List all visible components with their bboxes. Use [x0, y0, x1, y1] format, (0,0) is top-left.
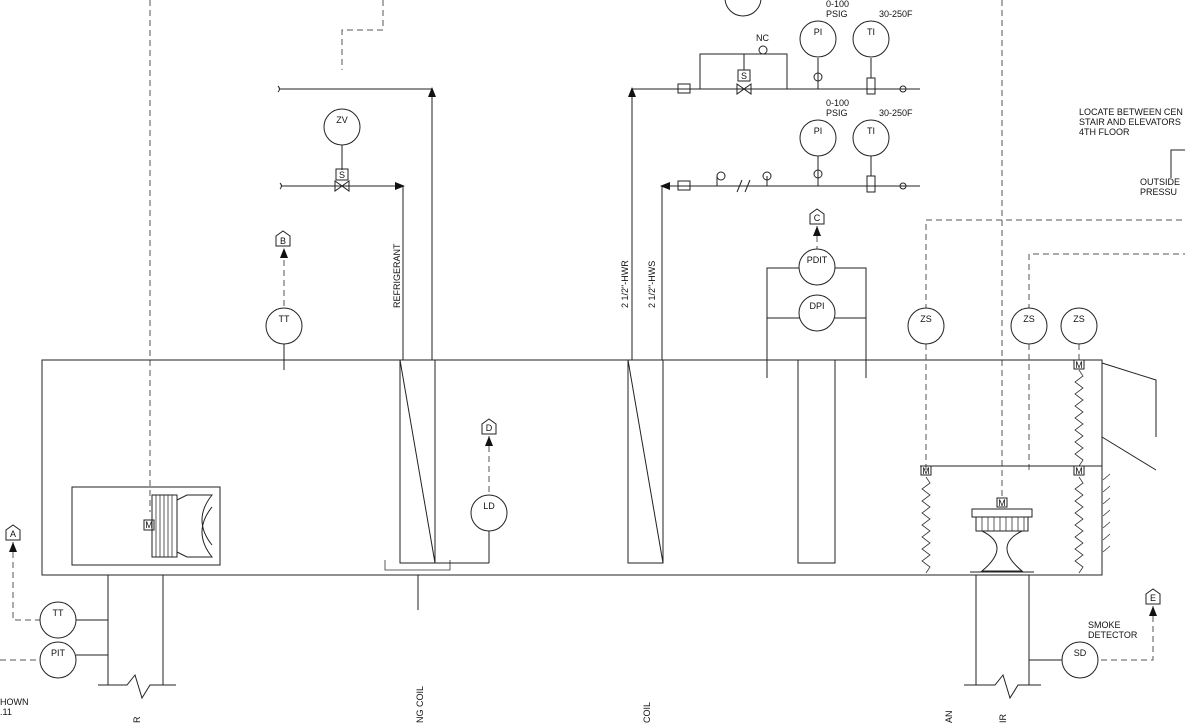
top-dashed-leaders: [149, 0, 1003, 512]
fan-left-motor-tag: M: [145, 520, 153, 530]
c-tag: C: [814, 213, 821, 223]
zv-tt-group: ZV B TT: [265, 108, 361, 370]
zs-bubble-right: ZS: [1073, 314, 1085, 324]
sd-bubble: SD: [1074, 648, 1087, 658]
d-tag: D: [486, 423, 493, 433]
ti-bubble-mid: TI: [867, 126, 875, 136]
a-tag: A: [10, 529, 16, 539]
ld-group: D LD: [470, 418, 508, 563]
refrigerant-piping: S: [277, 85, 436, 360]
bottom-label-coil-2: COIL: [642, 702, 652, 723]
pi-bubble-top: PI: [814, 27, 823, 37]
pi-bubble-mid: PI: [814, 126, 823, 136]
pit-bubble: PIT: [51, 648, 66, 658]
temp-label-top: 30-250F: [879, 9, 913, 19]
bottom-label-ir: IR: [998, 713, 1008, 723]
zs-bubble-mid: ZS: [1023, 314, 1035, 324]
refrigerant-label: REFRIGERANT: [392, 243, 402, 308]
ahu-casing: [41, 359, 1103, 610]
bottom-label-r: R: [132, 716, 142, 723]
hot-water-piping: S NC: [628, 0, 920, 360]
fan-right-motor-tag: M: [998, 498, 1006, 508]
hws-label: 2 1/2"-HWS: [647, 261, 657, 308]
zv-bubble: ZV: [336, 115, 348, 125]
dampers-group: ZS ZS ZS M M M: [907, 219, 1185, 574]
damper-top-motor-tag: M: [1075, 360, 1083, 370]
bottom-label-an: AN: [944, 710, 954, 723]
fan-left: M: [71, 486, 221, 566]
ld-bubble: LD: [483, 501, 495, 511]
dpi-bubble: DPI: [809, 301, 824, 311]
pdit-dpi-group: C PDIT DPI: [766, 208, 867, 378]
solenoid-tag-left: S: [339, 170, 345, 180]
damper-left-motor-tag: M: [922, 466, 930, 476]
solenoid-tag-top: S: [741, 71, 747, 81]
e-tag: E: [1150, 593, 1156, 603]
b-tag: B: [280, 236, 286, 246]
pdit-bubble: PDIT: [807, 255, 828, 265]
zs-bubble-left: ZS: [920, 314, 932, 324]
tt-bubble-lower: TT: [53, 608, 64, 618]
ti-bubble-top: TI: [867, 27, 875, 37]
hwr-label: 2 1/2"-HWR: [620, 260, 630, 308]
bottom-label-coil-1: NG COIL: [415, 686, 425, 723]
pipe-labels: REFRIGERANT 2 1/2"-HWR 2 1/2"-HWS: [392, 243, 657, 308]
fan-right: M: [970, 497, 1034, 573]
bottom-labels: R NG COIL COIL AN IR: [132, 686, 1008, 723]
nc-label: NC: [756, 33, 769, 43]
damper-right-motor-tag: M: [1075, 466, 1083, 476]
shown-note: HOWN.11: [0, 697, 29, 717]
temp-label-mid: 30-250F: [879, 108, 913, 118]
tt-bubble-upper: TT: [279, 314, 290, 324]
